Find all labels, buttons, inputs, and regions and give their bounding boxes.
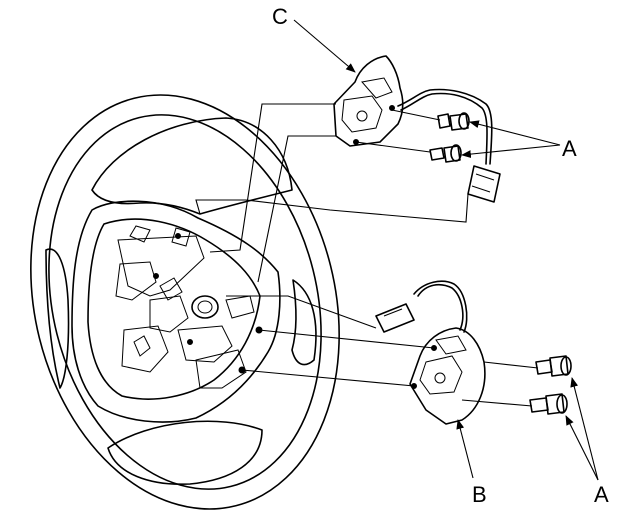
label-c: C [272, 4, 288, 29]
steering-wheel [30, 94, 340, 510]
screws-a-upper [429, 112, 470, 163]
callout-arrows [293, 19, 599, 481]
label-a-upper: A [562, 136, 577, 161]
switch-b [375, 280, 486, 425]
screws-a-lower [529, 355, 572, 415]
switch-c [333, 55, 501, 203]
label-b: B [472, 482, 487, 507]
assembly-leader-lines [195, 103, 539, 407]
label-a-lower: A [594, 482, 609, 507]
